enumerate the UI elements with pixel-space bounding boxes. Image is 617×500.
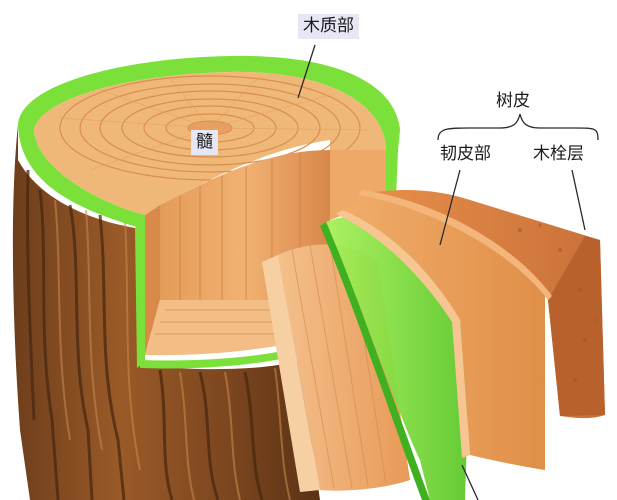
cork-slab — [358, 189, 605, 419]
cambium-pointer — [461, 464, 479, 500]
trunk-bark — [12, 125, 321, 500]
cork-pointer — [571, 169, 586, 231]
bark-label: 树皮 — [496, 91, 530, 111]
phloem-slab — [336, 199, 545, 470]
bark-brace — [437, 113, 599, 141]
xylem-pointer — [297, 44, 316, 99]
annotation-lines — [297, 44, 599, 500]
pith-label: 髓 — [191, 130, 218, 155]
phloem-pointer — [439, 169, 461, 246]
xylem-label: 木质部 — [298, 14, 359, 39]
cork-label: 木栓层 — [533, 144, 584, 164]
phloem-label: 韧皮部 — [440, 144, 491, 164]
